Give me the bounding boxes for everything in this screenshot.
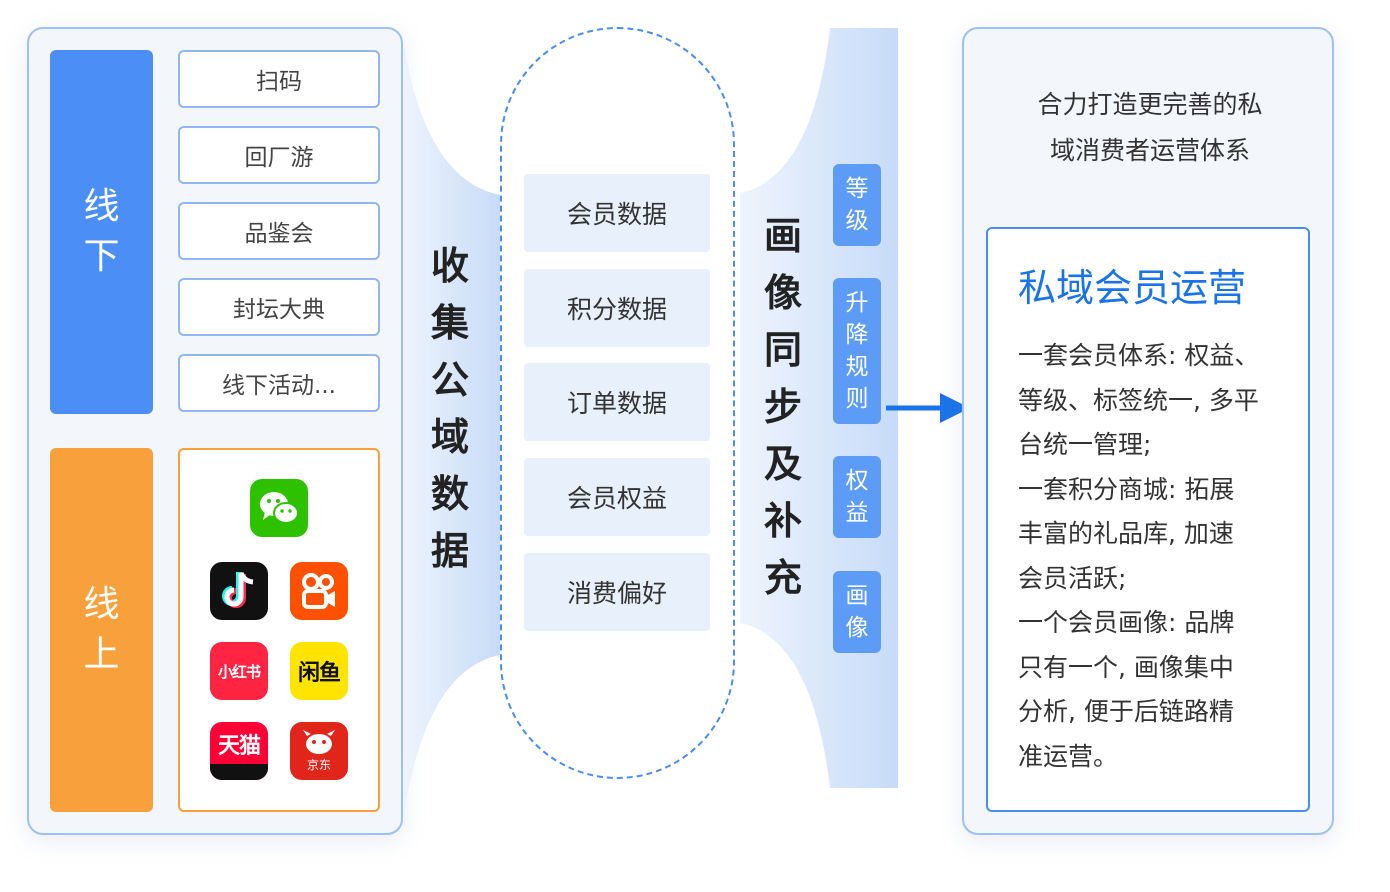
jd-icon: 京东 (290, 722, 348, 780)
member-card-body: 一套会员体系: 权益、 等级、标签统一, 多平 台统一管理; 一套积分商城: 拓… (1018, 341, 1260, 771)
tag-level: 等 级 (833, 164, 881, 246)
offline-item-scan: 扫码 (178, 50, 380, 108)
douyin-icon (210, 562, 268, 620)
offline-item-factory-tour: 回厂游 (178, 126, 380, 184)
offline-label: 线 下 (50, 50, 153, 414)
member-card-title: 私域会员运营 (1018, 266, 1247, 310)
offline-item-tasting: 品鉴会 (178, 202, 380, 260)
xianyu-icon: 闲鱼 (290, 642, 348, 700)
data-item-preferences: 消费偏好 (524, 553, 710, 631)
tag-benefits: 权 益 (833, 456, 881, 538)
result-heading: 合力打造更完善的私 域消费者运营体系 (1037, 90, 1263, 165)
data-item-points: 积分数据 (524, 269, 710, 347)
collect-band (403, 40, 500, 820)
wechat-icon (250, 479, 308, 537)
data-capsule (500, 27, 735, 779)
xiaohongshu-icon: 小红书 (210, 642, 268, 700)
tag-profile: 画 像 (833, 571, 881, 653)
private-member-card (986, 227, 1310, 812)
tmall-icon: 天猫 (210, 722, 268, 780)
profile-sync-title: 画 像 同 步 及 补 充 (763, 214, 802, 600)
collect-public-data-title: 收 集 公 域 数 据 (430, 244, 469, 573)
flow-arrow-icon (886, 393, 970, 423)
data-item-member: 会员数据 (524, 174, 710, 252)
online-label: 线 上 (50, 448, 153, 812)
data-item-benefits: 会员权益 (524, 458, 710, 536)
data-item-orders: 订单数据 (524, 363, 710, 441)
kuaishou-icon (290, 562, 348, 620)
tag-upgrade-rules: 升 降 规 则 (833, 278, 881, 424)
offline-item-activities: 线下活动... (178, 354, 380, 412)
offline-item-ceremony: 封坛大典 (178, 278, 380, 336)
